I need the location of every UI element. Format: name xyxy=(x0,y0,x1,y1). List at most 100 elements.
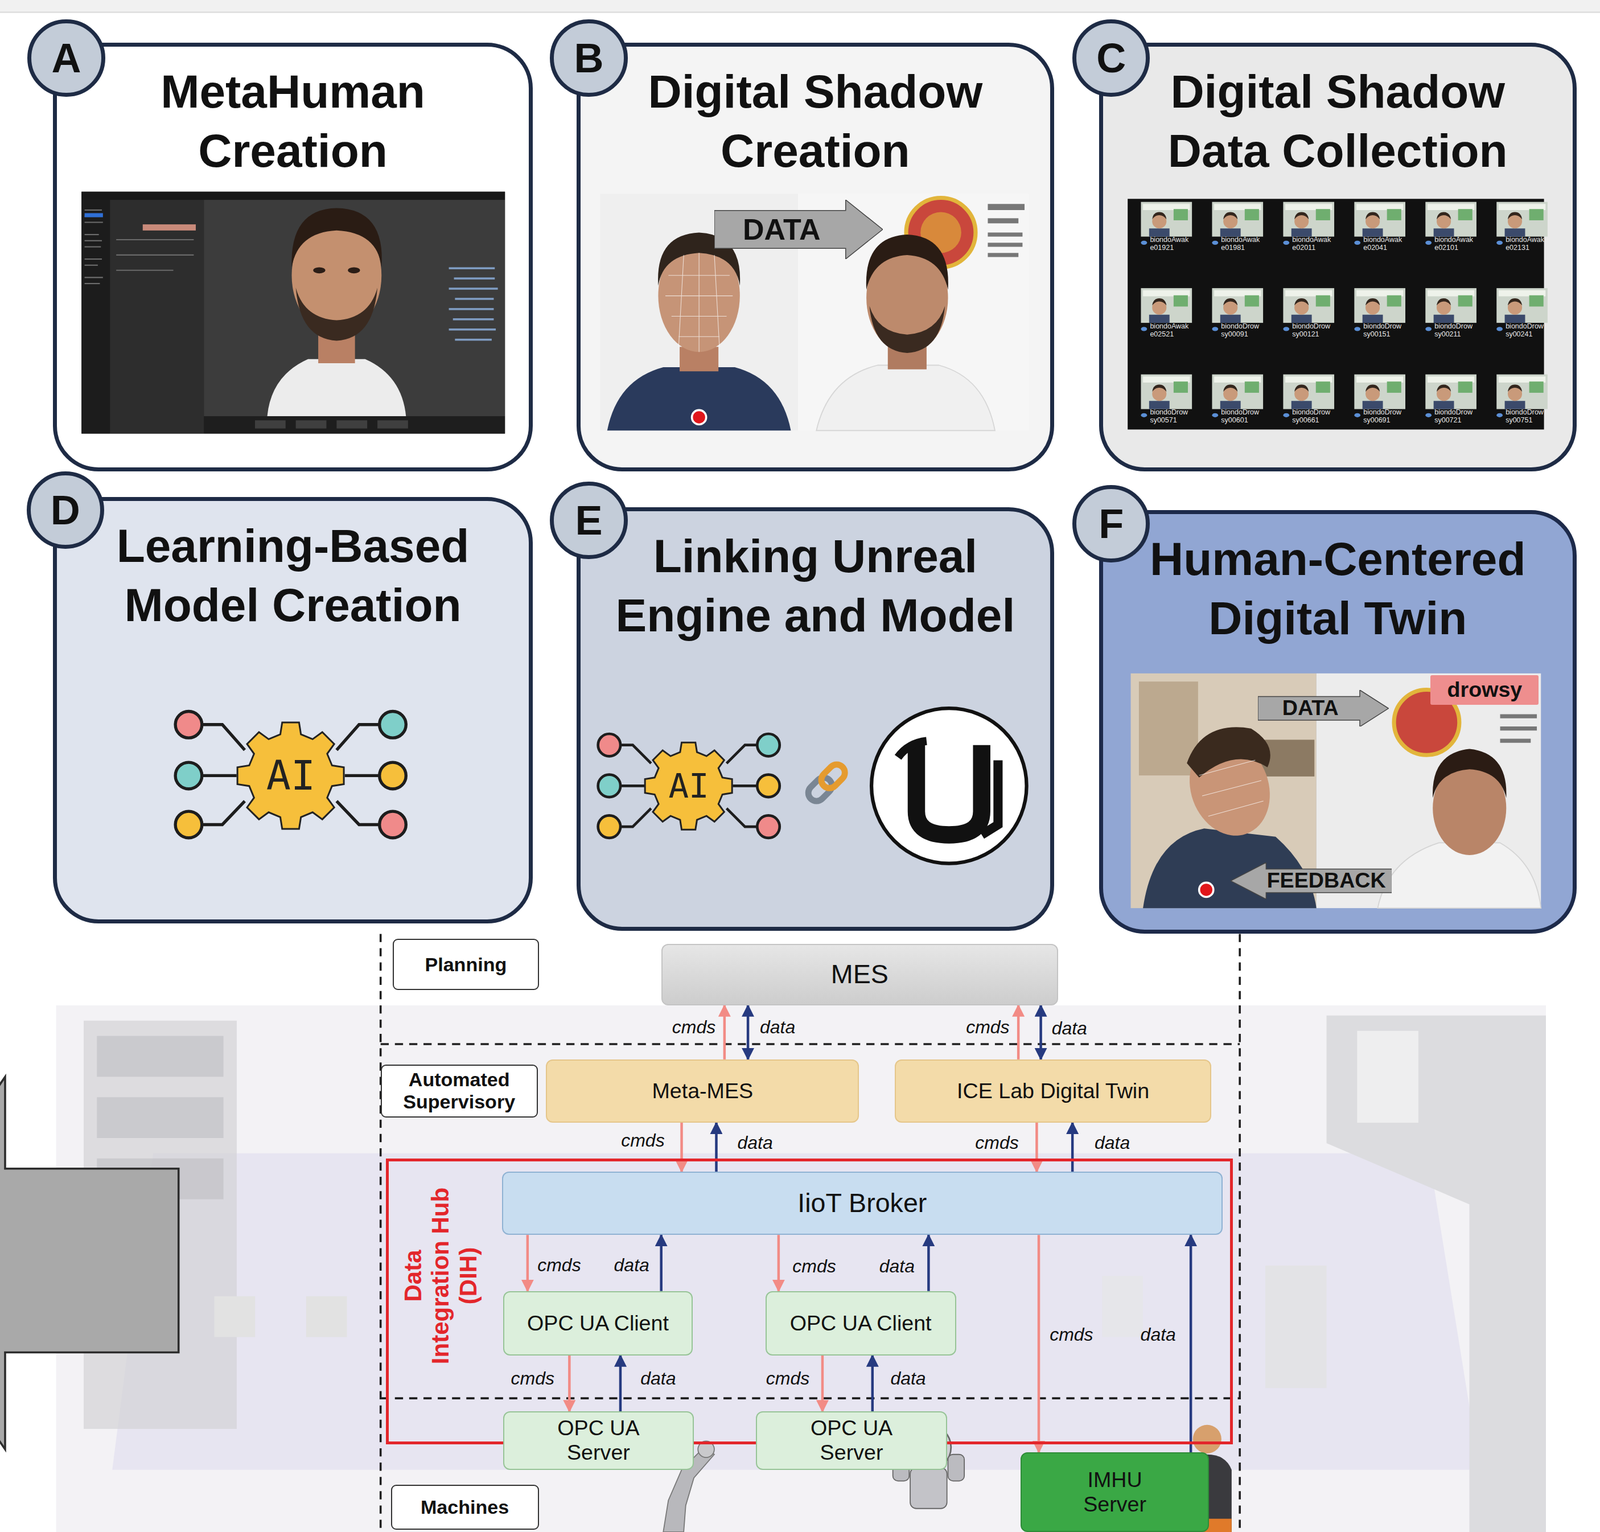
illustration-path xyxy=(336,724,380,751)
box-label: OPC UA Server xyxy=(800,1415,903,1466)
signal-arrow xyxy=(526,1234,530,1291)
edge-label: cmds xyxy=(620,1130,665,1151)
edge-label: cmds xyxy=(766,1368,810,1389)
illustration-path xyxy=(1432,749,1507,799)
signal-arrow xyxy=(568,1355,571,1412)
illustration-rect xyxy=(81,199,110,434)
step-panel: Digital Shadow Data CollectionC xyxy=(1099,42,1577,472)
illustration-g xyxy=(987,204,1025,258)
box-label: ICE Lab Digital Twin xyxy=(956,1078,1150,1104)
illustration-path xyxy=(202,800,245,825)
box-label: OPC UA Client xyxy=(527,1310,669,1336)
step-letter: D xyxy=(50,489,81,531)
illustration-line xyxy=(380,1042,1240,1046)
illustration-line xyxy=(84,246,102,248)
thumbnail-caption: biondoAwake02521 xyxy=(1149,322,1190,339)
illustration-rect xyxy=(0,0,1600,13)
panel-title: Linking Unreal Engine and Model xyxy=(580,526,1051,645)
illustration-rect xyxy=(1499,714,1537,719)
step-letter-circle: D xyxy=(26,471,105,549)
ai-gear-icon: AI xyxy=(234,719,347,832)
illustration-path xyxy=(202,724,245,751)
layer-label-box: Planning xyxy=(392,938,539,990)
step-panel: Learning-Based Model CreationDAI xyxy=(52,496,533,924)
signal-arrow xyxy=(1037,1234,1041,1453)
illustration-rect xyxy=(817,761,849,792)
edge-label: data xyxy=(737,1132,773,1153)
arrow-text: DATA xyxy=(742,213,821,246)
illustration-rect xyxy=(947,1454,965,1482)
illustration-rect xyxy=(987,218,1019,224)
illustration-circle xyxy=(1198,882,1213,898)
state-tag: drowsy xyxy=(1430,675,1539,705)
signal-arrow xyxy=(723,1005,727,1060)
data-arrow: DATA xyxy=(1257,689,1389,727)
illustration-g xyxy=(449,267,499,341)
illustration-rect xyxy=(987,243,1023,248)
illustration-path xyxy=(202,774,237,777)
hub-region: Data Integration Hub (DIH)IioT BrokerOPC… xyxy=(385,1158,1233,1445)
illustration-rect xyxy=(455,338,493,341)
illustration-circle xyxy=(598,815,621,838)
illustration-rect xyxy=(295,420,327,429)
thumbnail-caption: biondoDrowsy00151 xyxy=(1363,322,1404,339)
thumbnail-caption: biondoAwake02041 xyxy=(1363,235,1404,253)
illustration-path xyxy=(869,306,945,353)
panel-title: Learning-Based Model Creation xyxy=(56,516,529,635)
process-box: OPC UA Client xyxy=(503,1290,693,1356)
illustration-circle xyxy=(175,762,203,789)
thumbnail-caption: biondoDrowsy00121 xyxy=(1292,322,1332,339)
illustration-circle xyxy=(379,762,407,789)
signal-arrow xyxy=(871,1355,875,1412)
edge-label: cmds xyxy=(975,1132,1019,1153)
illustration-path xyxy=(732,784,758,788)
illustration-g xyxy=(665,253,733,353)
illustration-rect xyxy=(204,416,506,434)
step-letter-circle: B xyxy=(549,19,628,97)
illustration-polygon xyxy=(1326,1015,1546,1532)
illustration-line xyxy=(380,1396,1240,1400)
process-box: Meta-MES xyxy=(545,1059,859,1123)
edge-label: data xyxy=(640,1368,676,1389)
illustration-rect xyxy=(84,213,104,218)
box-label: OPC UA Server xyxy=(547,1415,650,1466)
illustration-rect xyxy=(449,307,495,311)
thumbnail-caption: biondoAwake01921 xyxy=(1149,235,1190,253)
illustration-ellipse xyxy=(313,267,326,274)
illustration-g xyxy=(1198,760,1264,817)
illustration-path xyxy=(816,365,995,431)
illustration-rect xyxy=(204,199,506,417)
illustration-line xyxy=(84,258,102,260)
illustration-path xyxy=(291,208,382,268)
illustration-circle xyxy=(175,711,203,739)
illustration-g xyxy=(116,239,194,271)
illustration-path xyxy=(295,288,378,341)
illustration-circle xyxy=(379,811,407,838)
process-box: MES xyxy=(661,943,1059,1006)
state-text: drowsy xyxy=(1447,677,1523,702)
illustration-line xyxy=(84,277,104,279)
illustration-rect xyxy=(81,191,505,434)
process-box: OPC UA Server xyxy=(503,1411,694,1470)
illustration-circle xyxy=(757,733,780,756)
thumbnail-caption: biondoDrowsy00091 xyxy=(1220,322,1261,339)
illustration-rect xyxy=(214,1296,255,1338)
illustration-path xyxy=(981,760,999,836)
arrow-outline xyxy=(1230,862,1393,900)
illustration-rect xyxy=(987,253,1019,258)
illustration-ellipse xyxy=(347,267,361,274)
layer-name: Planning xyxy=(424,953,507,976)
illustration-line xyxy=(116,254,194,256)
illustration-path xyxy=(344,774,380,777)
illustration-path xyxy=(1186,727,1271,778)
illustration-line xyxy=(379,933,382,1532)
illustration-g xyxy=(1499,714,1537,743)
illustration-g xyxy=(598,733,780,838)
thumbnail-caption: biondoDrowsy00241 xyxy=(1505,322,1546,339)
edge-label: data xyxy=(890,1368,926,1389)
box-label: IMHU Server xyxy=(1063,1467,1166,1517)
signal-arrow xyxy=(746,1005,750,1060)
illustration-rect xyxy=(96,1096,224,1138)
illustration-rect xyxy=(142,224,196,231)
